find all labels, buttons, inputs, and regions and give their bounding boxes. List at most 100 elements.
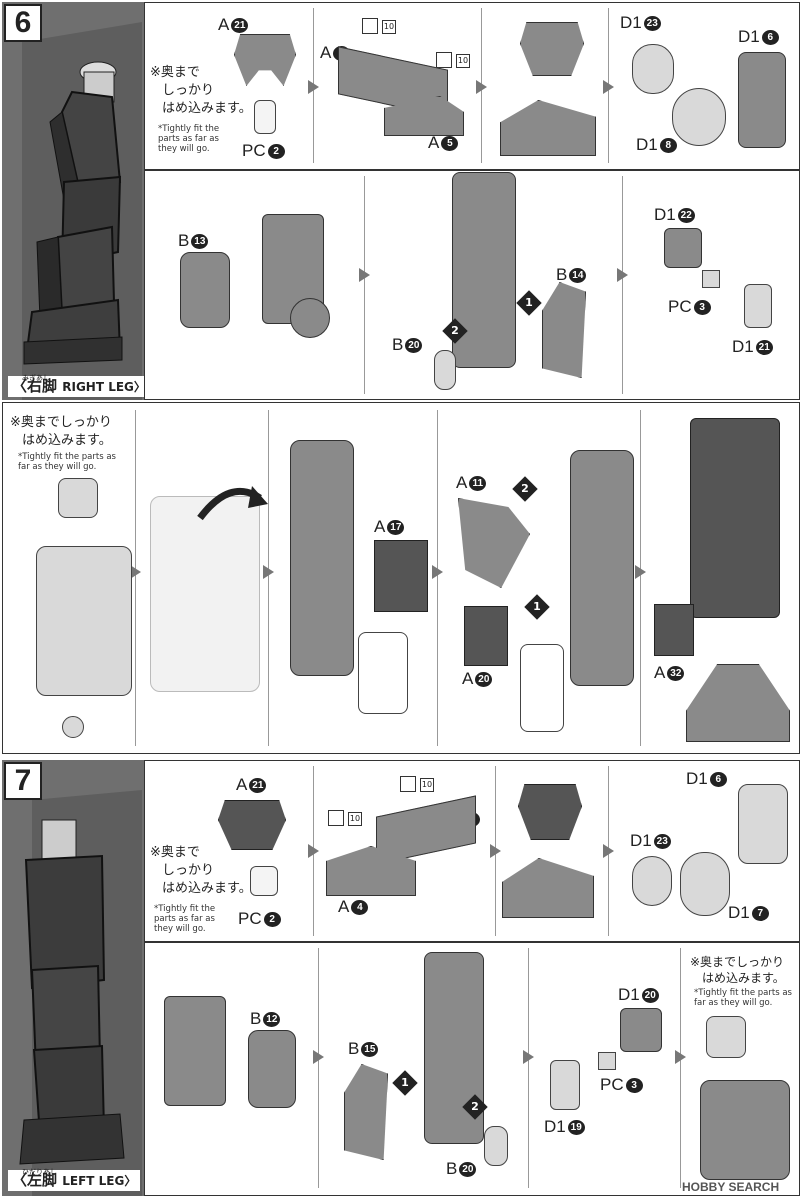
part-pc3	[598, 1052, 616, 1070]
divider	[622, 176, 623, 394]
knife-icon	[400, 776, 416, 792]
tight-fit-note-jp: ※奥まで しっかり はめ込みます。	[150, 845, 252, 896]
a17-detail-inset	[358, 632, 408, 714]
flow-arrow	[313, 1050, 324, 1064]
step-7-number: 7	[4, 762, 42, 800]
flow-arrow	[308, 844, 319, 858]
knee-disc	[290, 298, 330, 338]
step-7-caption-ruby: ひだりあし	[22, 1168, 57, 1176]
tight-fit-note-jp: ※奥まで しっかり はめ込みます。	[150, 65, 252, 116]
flow-arrow	[130, 565, 141, 579]
step-marker-1: 1	[392, 1070, 418, 1096]
step-6-caption-ruby: みぎあし	[22, 374, 50, 382]
leg-frame-b	[570, 450, 634, 686]
step-7-caption-en: LEFT LEG〉	[62, 1174, 137, 1188]
knife-icon	[328, 810, 344, 826]
ball-joint	[62, 716, 84, 738]
tight-fit-note-jp: ※奥までしっかり はめ込みます。	[690, 955, 785, 985]
knee-frame	[36, 546, 132, 696]
step-6-caption-en: RIGHT LEG〉	[62, 380, 146, 394]
part-pc2	[250, 866, 278, 896]
hip-cap	[706, 1016, 746, 1058]
part-a32	[654, 604, 694, 656]
part-d1-19	[550, 1060, 580, 1110]
flow-arrow	[263, 565, 274, 579]
step-marker-2: 2	[512, 476, 538, 502]
flow-arrow	[675, 1050, 686, 1064]
completed-leg-upper	[690, 418, 780, 618]
right-leg-illustration	[2, 2, 144, 400]
part-d1-21	[744, 284, 772, 328]
rotate-arrow-icon	[197, 486, 268, 521]
watermark: HOBBY SEARCH	[682, 1180, 780, 1194]
part-b20	[434, 350, 456, 390]
part-d1-6	[738, 52, 786, 148]
part-b20	[484, 1126, 508, 1166]
step-6-side-strip	[2, 2, 144, 400]
step-marker-1: 1	[524, 594, 550, 620]
part-d1-7	[680, 852, 730, 916]
flow-arrow	[635, 565, 646, 579]
flow-arrow	[603, 80, 614, 94]
step-6-caption: みぎあし 〈右脚 RIGHT LEG〉	[8, 374, 150, 397]
part-pc3	[702, 270, 720, 288]
step-7-side-strip	[2, 760, 144, 1196]
knife-icon	[362, 18, 378, 34]
step-6-number: 6	[4, 4, 42, 42]
flow-arrow	[523, 1050, 534, 1064]
step-7-caption-jp: 〈左脚	[12, 1171, 58, 1189]
part-d1-23	[632, 856, 672, 906]
flow-arrow	[490, 844, 501, 858]
tight-fit-note-en: *Tightly fit the parts as far as they wi…	[154, 904, 216, 934]
part-d1-6	[738, 784, 788, 864]
part-b12	[248, 1030, 296, 1108]
flow-arrow	[432, 565, 443, 579]
a20-detail-inset	[520, 644, 564, 732]
flow-arrow	[476, 80, 487, 94]
tight-fit-note-jp: ※奥までしっかり はめ込みます。	[10, 415, 112, 448]
part-pc2	[254, 100, 276, 134]
flow-arrow	[603, 844, 614, 858]
part-a17	[374, 540, 428, 612]
knife-count: 10	[420, 778, 434, 792]
divider	[680, 948, 681, 1188]
left-leg-illustration	[2, 760, 144, 1196]
rotating-frame	[150, 496, 260, 692]
part-d1-23	[632, 44, 674, 94]
assembled-upper-piece	[520, 22, 584, 76]
part-d1-8	[672, 88, 726, 146]
knife-icon	[436, 52, 452, 68]
step-marker-2: 2	[462, 1094, 488, 1120]
knee-assembly	[164, 996, 226, 1106]
divider	[364, 176, 365, 394]
knife-count: 10	[348, 812, 362, 826]
knife-count: 10	[456, 54, 470, 68]
step-7-caption: ひだりあし 〈左脚 LEFT LEG〉	[8, 1168, 141, 1191]
step-marker-1: 1	[516, 290, 542, 316]
flow-arrow	[617, 268, 628, 282]
flow-arrow	[359, 268, 370, 282]
hip-cap	[58, 478, 98, 518]
divider	[318, 948, 319, 1188]
